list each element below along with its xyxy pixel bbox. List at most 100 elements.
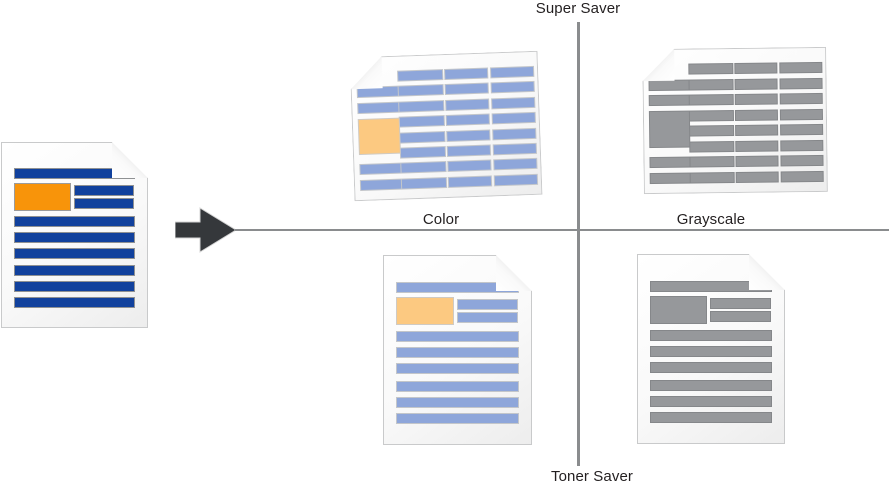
text-line-bar bbox=[781, 171, 824, 183]
text-line-bar bbox=[650, 362, 772, 373]
text-line-bar bbox=[397, 69, 443, 82]
text-line-bar bbox=[649, 157, 690, 169]
text-line-bar bbox=[396, 397, 519, 408]
text-line-bar bbox=[689, 156, 734, 168]
text-line-bar bbox=[710, 298, 770, 309]
text-line-bar bbox=[447, 144, 491, 157]
text-line-bar bbox=[688, 79, 733, 91]
text-line-bar bbox=[457, 299, 518, 310]
page-fold-corner bbox=[749, 254, 785, 290]
text-line-bar bbox=[779, 62, 822, 74]
text-line-bar bbox=[396, 381, 519, 392]
text-line-bar bbox=[492, 112, 536, 125]
text-line-bar bbox=[448, 175, 492, 188]
text-line-bar bbox=[689, 125, 734, 137]
text-line-bar bbox=[780, 140, 823, 152]
document-super-saver-grayscale bbox=[642, 47, 828, 194]
text-line-bar bbox=[736, 171, 779, 183]
text-line-bar bbox=[14, 281, 135, 292]
horizontal-axis-line bbox=[235, 229, 889, 231]
text-line-bar bbox=[689, 94, 734, 106]
image-block bbox=[650, 296, 707, 325]
text-line-bar bbox=[650, 396, 772, 407]
text-line-bar bbox=[649, 95, 690, 107]
text-line-bar bbox=[735, 156, 778, 168]
text-line-bar bbox=[447, 160, 491, 173]
page-fold-corner bbox=[642, 49, 674, 81]
text-line-bar bbox=[734, 78, 777, 90]
text-line-bar bbox=[710, 311, 770, 322]
text-line-bar bbox=[734, 63, 777, 75]
text-line-bar bbox=[401, 177, 447, 190]
text-line-bar bbox=[398, 100, 444, 113]
text-line-bar bbox=[445, 83, 489, 96]
text-line-bar bbox=[396, 347, 519, 358]
text-line-bar bbox=[493, 143, 537, 156]
axis-label-toner-saver: Toner Saver bbox=[551, 468, 633, 485]
document-original bbox=[1, 142, 148, 328]
text-line-bar bbox=[400, 146, 446, 159]
text-line-bar bbox=[398, 84, 444, 97]
text-line-bar bbox=[492, 127, 536, 140]
text-line-bar bbox=[494, 174, 538, 187]
text-line-bar bbox=[74, 185, 134, 196]
text-line-bar bbox=[779, 78, 822, 90]
text-line-bar bbox=[735, 109, 778, 121]
text-line-bar bbox=[650, 172, 691, 184]
text-line-bar bbox=[446, 114, 490, 127]
text-line-bar bbox=[780, 155, 823, 167]
text-line-bar bbox=[490, 66, 534, 79]
text-line-bar bbox=[444, 67, 488, 80]
text-line-bar bbox=[14, 265, 135, 276]
text-line-bar bbox=[780, 124, 823, 136]
text-line-bar bbox=[735, 125, 778, 137]
text-line-bar bbox=[400, 161, 446, 174]
text-line-bar bbox=[690, 172, 735, 184]
text-line-bar bbox=[650, 380, 772, 391]
document-super-saver-color bbox=[350, 51, 543, 201]
transform-arrow-icon bbox=[174, 207, 237, 253]
arrow-shape bbox=[174, 207, 237, 253]
image-block bbox=[358, 118, 401, 155]
text-line-bar bbox=[780, 109, 823, 121]
quadrant-label-color: Color bbox=[422, 211, 460, 228]
text-line-bar bbox=[14, 216, 135, 227]
text-line-bar bbox=[457, 312, 518, 323]
text-line-bar bbox=[399, 115, 445, 128]
text-line-bar bbox=[399, 131, 445, 144]
text-line-bar bbox=[650, 412, 772, 423]
text-line-bar bbox=[14, 297, 135, 308]
text-line-bar bbox=[735, 94, 778, 106]
text-line-bar bbox=[491, 97, 535, 110]
page-fold-corner bbox=[496, 255, 532, 291]
text-line-bar bbox=[689, 110, 734, 122]
text-line-bar bbox=[396, 413, 519, 424]
image-block bbox=[396, 297, 454, 326]
text-line-bar bbox=[688, 63, 733, 75]
text-line-bar bbox=[780, 93, 823, 105]
text-line-bar bbox=[359, 163, 401, 175]
text-line-bar bbox=[650, 330, 772, 341]
image-block bbox=[14, 183, 71, 211]
page-fold-corner bbox=[350, 56, 383, 89]
axis-label-super-saver: Super Saver bbox=[535, 0, 621, 17]
text-line-bar bbox=[493, 158, 537, 171]
document-toner-saver-grayscale bbox=[637, 254, 785, 444]
text-line-bar bbox=[360, 178, 402, 190]
text-line-bar bbox=[396, 331, 519, 342]
text-line-bar bbox=[74, 198, 134, 209]
text-line-bar bbox=[14, 232, 135, 243]
vertical-axis-line bbox=[577, 22, 580, 466]
text-line-bar bbox=[491, 81, 535, 94]
text-line-bar bbox=[446, 129, 490, 142]
image-block bbox=[649, 111, 691, 148]
quadrant-label-grayscale: Grayscale bbox=[676, 211, 746, 228]
page-fold-corner bbox=[112, 142, 148, 178]
text-line-bar bbox=[650, 346, 772, 357]
text-line-bar bbox=[357, 101, 399, 113]
text-line-bar bbox=[14, 248, 135, 259]
text-line-bar bbox=[396, 363, 519, 374]
text-line-bar bbox=[735, 140, 778, 152]
document-toner-saver-color bbox=[383, 255, 532, 445]
